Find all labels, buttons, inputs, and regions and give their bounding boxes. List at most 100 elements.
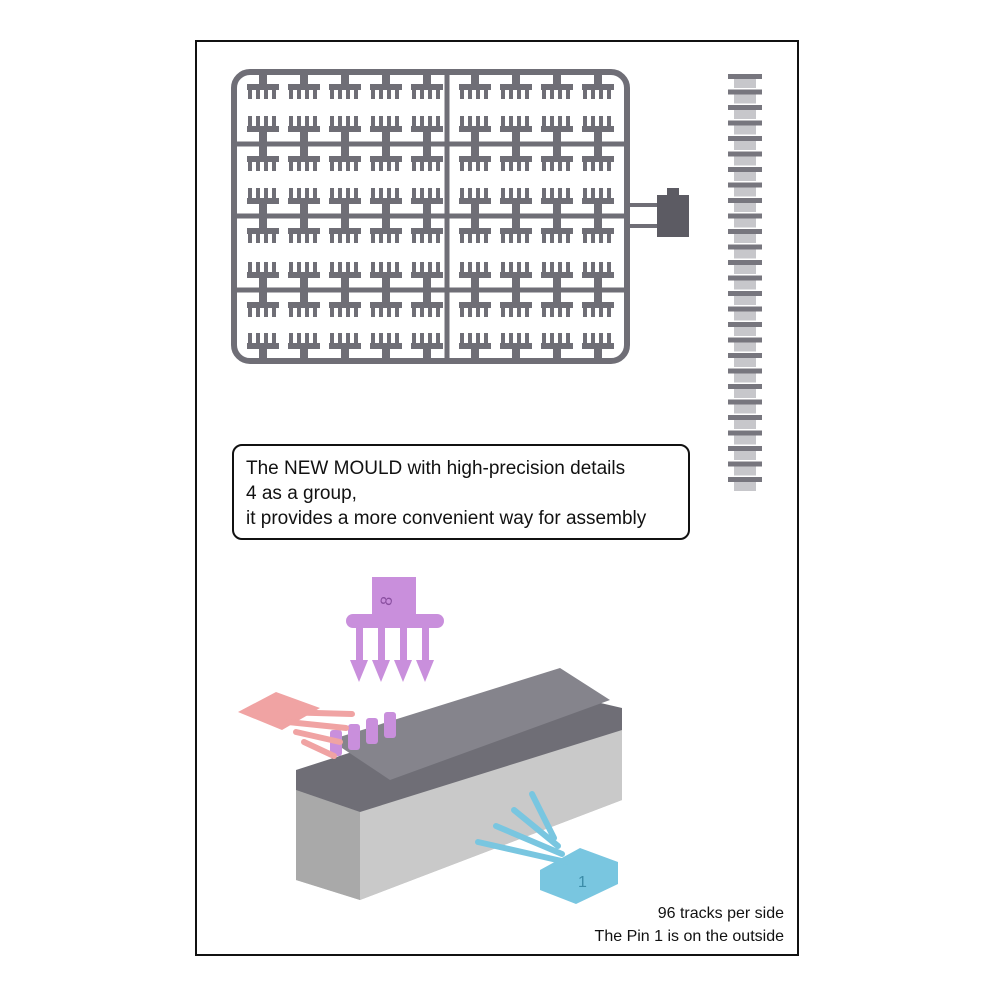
- track-pin: [313, 161, 317, 171]
- purple-part-claw: [416, 660, 434, 682]
- track-pin: [346, 188, 350, 198]
- track-pin: [583, 262, 587, 272]
- track-pin: [591, 333, 595, 343]
- track-pin: [460, 333, 464, 343]
- track-pin: [346, 233, 350, 243]
- chain-link-light: [734, 466, 756, 476]
- track-pin: [583, 188, 587, 198]
- track-pin: [371, 233, 375, 243]
- track-link-part: [370, 126, 402, 132]
- chain-link-dark: [728, 275, 762, 281]
- track-link-part: [329, 156, 361, 162]
- track-link-part: [459, 84, 491, 90]
- track-pin: [460, 116, 464, 126]
- track-pin: [591, 89, 595, 99]
- track-link-part: [259, 72, 267, 86]
- track-pin: [517, 233, 521, 243]
- track-link-part: [471, 130, 479, 144]
- track-pin: [420, 161, 424, 171]
- track-pin: [550, 333, 554, 343]
- track-pin: [517, 307, 521, 317]
- chain-link-light: [734, 249, 756, 259]
- chain-link-dark: [728, 74, 762, 79]
- track-link-part: [259, 144, 267, 158]
- track-link-part: [341, 202, 349, 216]
- track-pin: [395, 89, 399, 99]
- track-pin: [264, 188, 268, 198]
- track-pin: [468, 262, 472, 272]
- track-pin: [420, 307, 424, 317]
- track-pin: [272, 307, 276, 317]
- track-link-part: [500, 198, 532, 204]
- chain-link-dark: [728, 399, 762, 405]
- track-pin: [436, 188, 440, 198]
- track-pin: [566, 307, 570, 317]
- track-pin: [583, 307, 587, 317]
- track-pin: [583, 233, 587, 243]
- track-pin: [509, 233, 513, 243]
- track-pin: [558, 233, 562, 243]
- track-link-part: [471, 290, 479, 304]
- track-pin: [338, 307, 342, 317]
- track-pin: [313, 233, 317, 243]
- track-pin: [501, 161, 505, 171]
- track-pin: [420, 333, 424, 343]
- track-pin: [264, 161, 268, 171]
- track-pin: [542, 262, 546, 272]
- track-link-part: [370, 198, 402, 204]
- purple-part-mounted: [366, 718, 378, 744]
- track-link-part: [259, 216, 267, 230]
- purple-part-mounted: [384, 712, 396, 738]
- track-assembly-jig: 81: [238, 577, 622, 904]
- track-link-part: [500, 302, 532, 308]
- track-pin: [542, 116, 546, 126]
- track-pin: [599, 307, 603, 317]
- track-pin: [517, 116, 521, 126]
- track-pin: [371, 116, 375, 126]
- track-link-part: [300, 130, 308, 144]
- track-pin: [346, 116, 350, 126]
- track-link-part: [582, 302, 614, 308]
- track-link-part: [423, 276, 431, 290]
- track-pin: [468, 89, 472, 99]
- track-link-part: [471, 276, 479, 290]
- track-link-part: [500, 126, 532, 132]
- track-link-part: [471, 202, 479, 216]
- track-link-part: [300, 216, 308, 230]
- track-pin: [387, 161, 391, 171]
- track-pin: [525, 233, 529, 243]
- track-link-part: [411, 302, 443, 308]
- track-pin: [395, 333, 399, 343]
- track-pin: [387, 116, 391, 126]
- blue-part-pin: [511, 807, 561, 849]
- track-pin: [476, 161, 480, 171]
- track-pin: [371, 333, 375, 343]
- track-link-part: [341, 144, 349, 158]
- track-link-part: [247, 343, 279, 349]
- track-pin: [272, 233, 276, 243]
- track-pin: [379, 188, 383, 198]
- chain-link-light: [734, 373, 756, 383]
- track-pin: [501, 307, 505, 317]
- track-link-part: [259, 202, 267, 216]
- track-pin: [420, 89, 424, 99]
- track-link-part: [459, 156, 491, 162]
- track-pin: [313, 188, 317, 198]
- track-link-part: [500, 156, 532, 162]
- track-pin: [591, 116, 595, 126]
- chain-link-dark: [728, 477, 762, 482]
- chain-link-light: [734, 79, 756, 88]
- track-link-part: [512, 130, 520, 144]
- track-pin: [558, 262, 562, 272]
- track-pin: [338, 262, 342, 272]
- track-pin: [354, 333, 358, 343]
- track-pin: [436, 161, 440, 171]
- chain-link-dark: [728, 182, 762, 188]
- track-pin: [420, 188, 424, 198]
- track-pin: [599, 188, 603, 198]
- track-link-part: [500, 272, 532, 278]
- track-pin: [460, 89, 464, 99]
- track-pin: [583, 161, 587, 171]
- track-link-part: [459, 198, 491, 204]
